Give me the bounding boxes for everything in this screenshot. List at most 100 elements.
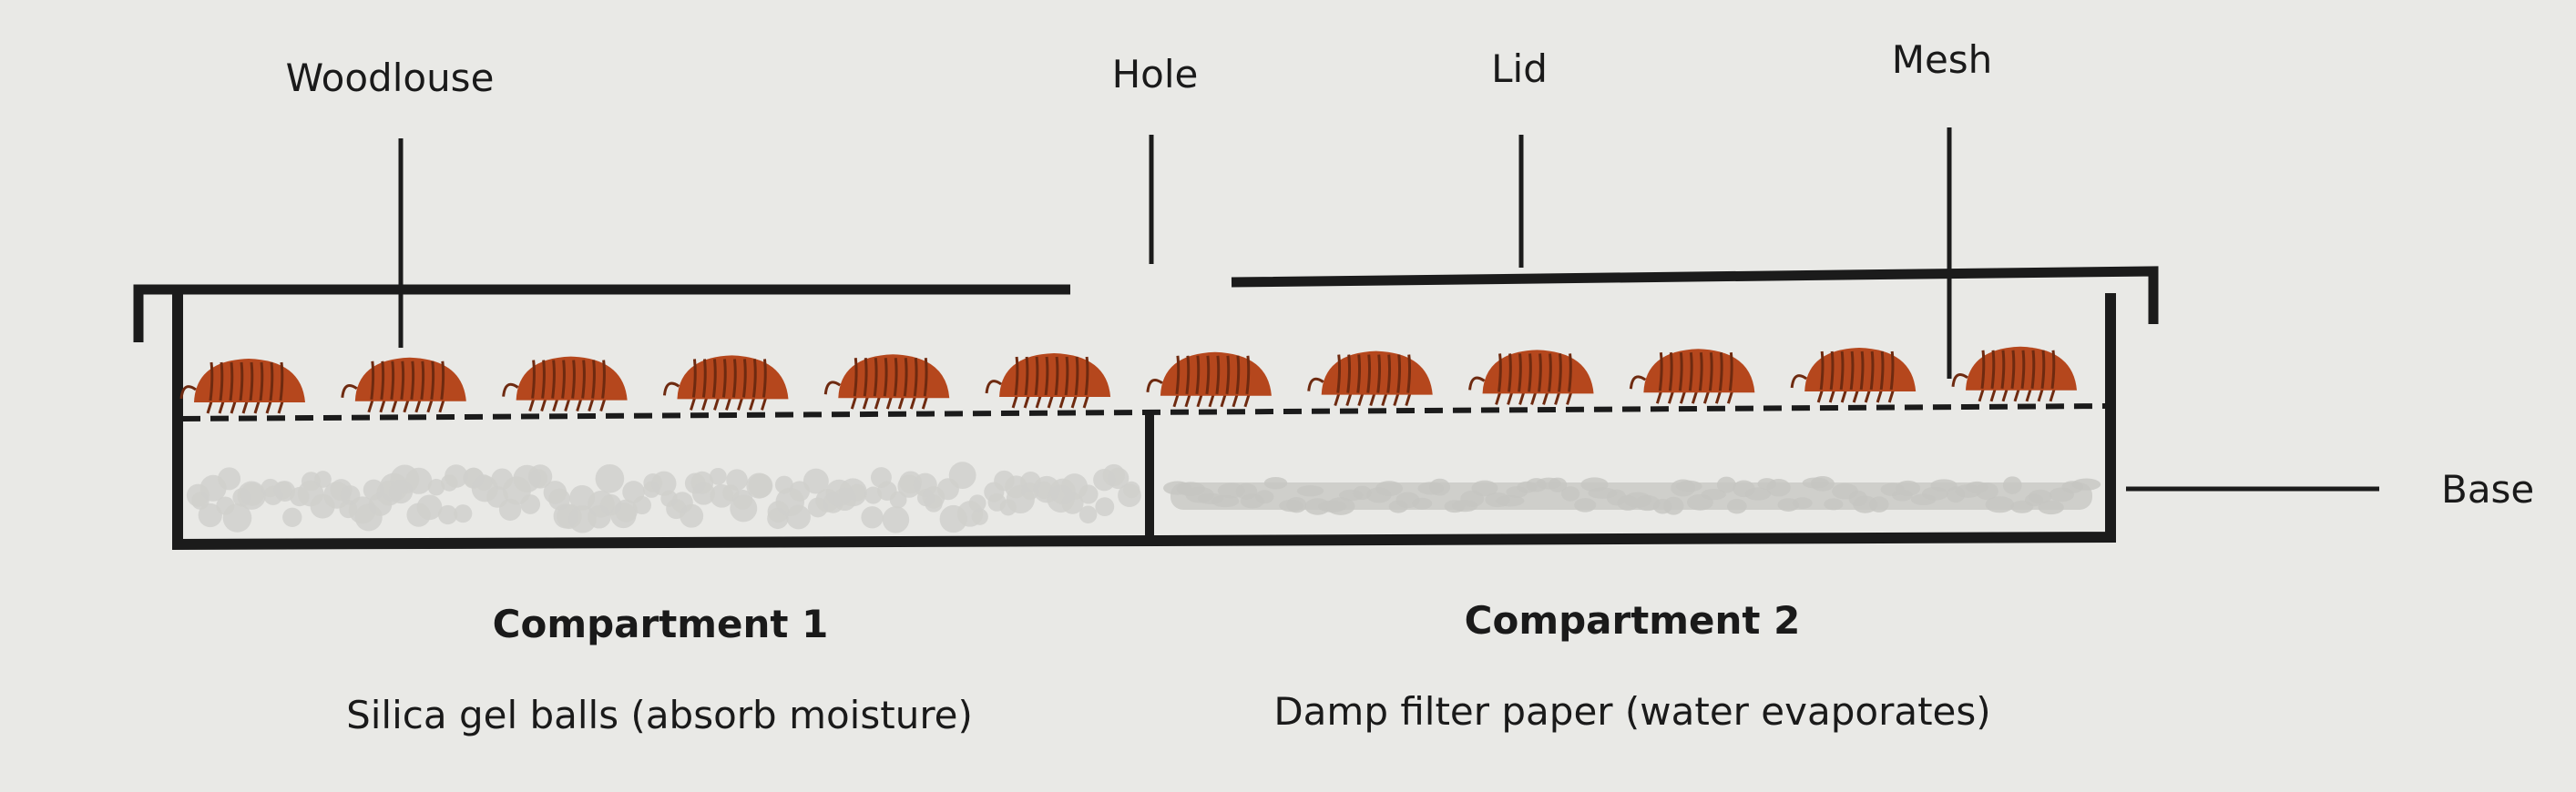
silica-gel-ball [454,504,473,523]
filter-paper-fibre [1296,485,1324,497]
filter-paper-fibre [2028,489,2052,504]
silica-gel-ball [968,494,986,513]
silica-gel-ball [520,494,541,514]
filter-paper-fibre [1471,480,1498,497]
woodlouse [1307,350,1433,407]
woodlouse [1629,349,1755,404]
filter-paper-fibre [1496,494,1525,507]
silica-gel-ball [748,473,773,498]
silica-gel-ball [282,507,302,527]
silica-gel-ball [632,495,651,515]
silica-gel-ball [405,467,433,494]
silica-gel-ball [870,467,892,489]
silica-gel-ball [1118,483,1141,508]
silica-gel-balls [186,462,1141,533]
compartment-1-title: Compartment 1 [493,602,829,646]
filter-paper-fibre [1810,476,1835,492]
silica-gel-ball [680,503,704,528]
silica-gel-ball [1078,484,1099,504]
filter-paper-fibre [1375,481,1403,497]
silica-gel-ball [610,503,637,529]
woodlouse [502,356,628,412]
filter-paper-fibre [1548,477,1568,492]
silica-gel-ball [437,504,458,525]
silica-gel-ball [651,471,677,496]
compartment-1-contents: Silica gel balls (absorb moisture) [346,693,973,737]
label-woodlouse: Woodlouse [286,56,495,100]
woodlice-group [179,346,2077,414]
filter-paper-fibre [1561,486,1580,502]
woodlouse [1790,348,1917,403]
mesh-layer [181,403,2107,421]
silica-gel-ball [1078,505,1098,524]
silica-gel-ball [732,489,753,510]
silica-gel-ball [948,462,976,490]
filter-paper-fibre [1263,476,1288,490]
filter-paper-fibre [1985,496,2015,513]
silica-gel-ball [802,468,829,494]
filter-paper-fibre [1675,480,1702,492]
woodlouse [823,354,950,410]
lid-left [133,284,1070,342]
silica-gel-ball [1095,497,1115,517]
woodlouse [1468,350,1594,405]
filter-paper-fibre [1726,499,1747,514]
silica-gel-ball [595,463,625,493]
filter-paper-fibre [1255,490,1274,504]
woodlouse [662,355,789,411]
silica-gel-ball [838,478,867,507]
filter-paper-fibre [1701,489,1726,501]
silica-gel-ball [218,467,241,491]
silica-gel-ball [475,474,493,492]
silica-gel-ball [1102,463,1125,487]
filter-paper-fibre [1412,497,1433,510]
woodlouse [985,353,1111,409]
silica-gel-ball [1061,492,1084,514]
silica-gel-ball [691,482,716,505]
filter-paper-fibre [1824,498,1844,511]
base-tray [172,293,2116,551]
woodlouse [1146,351,1272,408]
filter-paper-fibre [1286,497,1307,513]
filter-paper-fibre [1896,480,1921,497]
silica-gel-ball [416,494,443,521]
filter-paper-fibre [1716,476,1736,493]
silica-gel-ball [427,479,445,496]
silica-gel-ball [240,482,264,506]
lid-right [1231,266,2159,324]
silica-gel-ball [882,506,910,533]
filter-paper-fibre [1869,496,1889,513]
filter-paper-fibre [1766,478,1791,497]
label-lid: Lid [1491,46,1548,91]
silica-gel-ball [314,471,332,488]
woodlouse [1951,346,2077,402]
label-mesh: Mesh [1892,37,1993,82]
silica-gel-ball [709,467,727,485]
silica-gel-ball [445,464,468,488]
silica-gel-ball [198,503,222,528]
filter-paper-fibre [2038,500,2064,515]
filter-paper-fibre [1574,498,1597,513]
filter-paper-fibre [1975,482,1998,501]
silica-gel-ball [971,508,988,525]
filter-paper-fibre [1663,496,1684,515]
label-hole: Hole [1112,52,1199,96]
damp-filter-paper [1163,476,2101,515]
label-base: Base [2441,467,2534,512]
filter-paper-fibre [1326,497,1355,515]
compartment-2-contents: Damp filter paper (water evaporates) [1273,689,1990,734]
silica-gel-ball [925,494,943,513]
woodlouse [179,359,305,414]
filter-paper-fibre [2002,476,2022,494]
silica-gel-ball [527,464,553,489]
silica-gel-ball [222,503,252,533]
woodlouse [341,357,466,413]
filter-paper-fibre [1429,478,1451,496]
silica-gel-ball [861,506,884,529]
filter-paper-fibre [2071,478,2101,491]
silica-gel-ball [786,504,811,530]
filter-paper-fibre [1744,487,1772,501]
compartment-2-title: Compartment 2 [1465,598,1801,643]
